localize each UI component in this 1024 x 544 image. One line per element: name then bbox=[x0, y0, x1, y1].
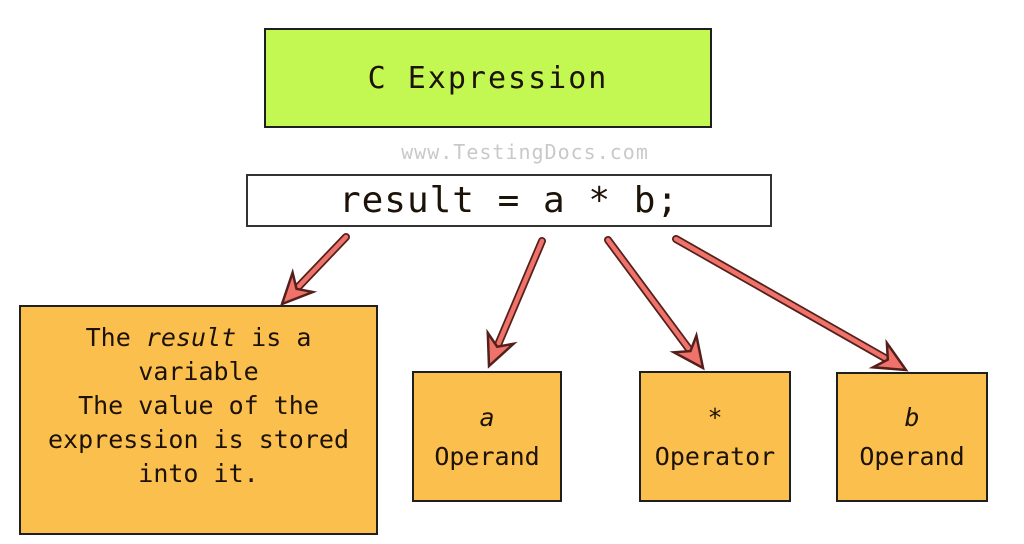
result-note-box: The result is a variable The value of th… bbox=[19, 305, 378, 535]
operand-b-label: Operand bbox=[859, 442, 965, 471]
arrow-connector-1 bbox=[279, 233, 350, 307]
arrow-connector-3 bbox=[604, 236, 705, 371]
watermark-text: www.TestingDocs.com bbox=[401, 140, 649, 164]
note-italic-word: result bbox=[145, 323, 237, 352]
note-line: The result is a bbox=[85, 323, 312, 352]
operand-a-label: Operand bbox=[434, 441, 540, 471]
note-line: variable bbox=[138, 357, 259, 386]
operator-label: Operator bbox=[654, 441, 776, 471]
note-line: expression is stored bbox=[47, 425, 350, 454]
operand-b-symbol: b bbox=[904, 403, 920, 432]
arrow-connector-4 bbox=[672, 235, 909, 372]
title-box-label: C Expression bbox=[367, 60, 609, 96]
operator-symbol: * bbox=[707, 402, 723, 432]
operator-box: * Operator bbox=[639, 371, 791, 502]
operand-a-symbol: a bbox=[479, 402, 495, 432]
operand-a-box: a Operand bbox=[412, 371, 562, 502]
expression-code: result = a * b; bbox=[338, 180, 680, 221]
note-line: The value of the bbox=[78, 391, 319, 420]
note-line: into it. bbox=[138, 459, 259, 488]
expression-box: result = a * b; bbox=[246, 174, 772, 227]
arrow-connector-2 bbox=[486, 237, 546, 369]
operand-b-box: b Operand bbox=[836, 372, 988, 502]
title-box: C Expression bbox=[264, 28, 712, 128]
